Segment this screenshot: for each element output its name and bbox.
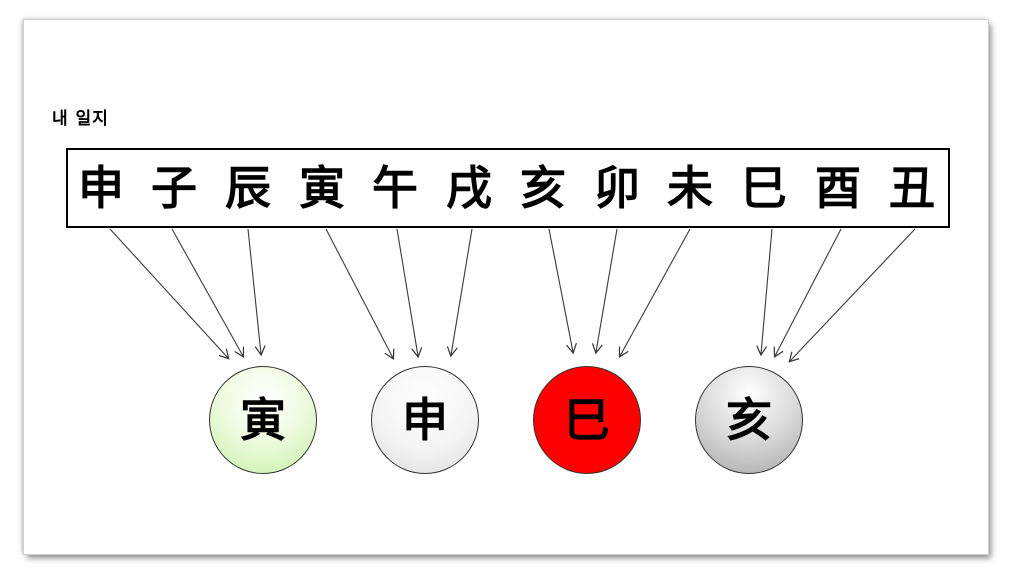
branch-1: 申 xyxy=(78,161,124,215)
branch-11: 酉 xyxy=(815,161,861,215)
arrow-6 xyxy=(446,228,473,358)
branch-12: 丑 xyxy=(889,161,935,215)
arrow-1 xyxy=(109,228,230,360)
arrow-11 xyxy=(773,228,842,358)
target-circle-hai: 亥 xyxy=(695,366,803,474)
arrow-9 xyxy=(618,228,691,358)
branch-5: 午 xyxy=(372,161,418,215)
branch-7: 亥 xyxy=(520,161,566,215)
arrow-8 xyxy=(591,228,618,355)
target-circle-si: 巳 xyxy=(533,366,641,474)
slide-frame xyxy=(24,20,988,554)
branch-8: 卯 xyxy=(594,161,640,215)
arrow-7 xyxy=(548,228,577,355)
branch-2: 子 xyxy=(151,161,197,215)
branch-6: 戌 xyxy=(446,161,492,215)
arrow-12 xyxy=(788,228,916,363)
arrow-10 xyxy=(756,228,773,357)
branch-3: 辰 xyxy=(225,161,271,215)
target-circle-shen: 申 xyxy=(371,366,479,474)
arrow-2 xyxy=(171,228,245,358)
arrow-3 xyxy=(247,228,266,357)
branch-row-box xyxy=(66,148,950,228)
target-circle-yin: 寅 xyxy=(209,366,317,474)
arrow-5 xyxy=(396,228,423,359)
branch-10: 巳 xyxy=(741,161,787,215)
branch-9: 未 xyxy=(667,161,713,215)
arrow-4 xyxy=(325,228,395,360)
diagram-title: 내 일지 xyxy=(52,109,109,129)
branch-4: 寅 xyxy=(299,161,345,215)
